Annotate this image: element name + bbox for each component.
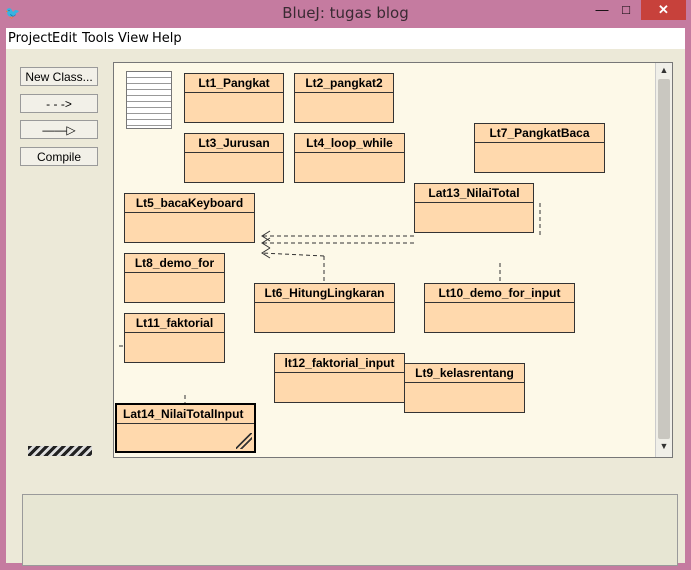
title-bar: 🐦 BlueJ: tugas blog — □ ✕	[0, 0, 691, 28]
tool-panel: New Class... - - -> ——▷ Compile	[6, 49, 107, 459]
compile-button[interactable]: Compile	[20, 147, 98, 166]
menu-help[interactable]: Help	[152, 31, 182, 46]
class-lt10-demo-for-input[interactable]: Lt10_demo_for_input	[424, 283, 575, 333]
class-lt11-faktorial[interactable]: Lt11_faktorial	[124, 313, 225, 363]
class-lt1-pangkat[interactable]: Lt1_Pangkat	[184, 73, 284, 123]
scroll-thumb[interactable]	[658, 79, 670, 439]
new-class-button[interactable]: New Class...	[20, 67, 98, 86]
close-button[interactable]: ✕	[641, 0, 686, 20]
class-lt12-faktorial-input[interactable]: lt12_faktorial_input	[274, 353, 405, 403]
scroll-up-icon[interactable]: ▲	[659, 65, 669, 75]
readme-note-icon[interactable]	[126, 71, 172, 129]
class-lt3-jurusan[interactable]: Lt3_Jurusan	[184, 133, 284, 183]
window-title: BlueJ: tugas blog	[282, 4, 409, 22]
menu-project[interactable]: Project	[8, 31, 53, 46]
class-lt8-demo-for[interactable]: Lt8_demo_for	[124, 253, 225, 303]
scroll-down-icon[interactable]: ▼	[659, 441, 669, 451]
class-lat14-nilaitotalinput[interactable]: Lat14_NilaiTotalInput	[115, 403, 256, 453]
resize-handle-icon[interactable]	[236, 433, 252, 449]
maximize-button[interactable]: □	[622, 2, 630, 17]
bluej-bird-icon[interactable]: 🐦	[5, 6, 20, 20]
class-lt2-pangkat2[interactable]: Lt2_pangkat2	[294, 73, 394, 123]
menu-view[interactable]: View	[118, 31, 149, 46]
menu-edit[interactable]: Edit	[52, 31, 78, 46]
class-diagram-canvas[interactable]: Lt1_Pangkat Lt2_pangkat2 Lt3_Jurusan Lt4…	[113, 62, 673, 458]
class-lt7-pangkatbaca[interactable]: Lt7_PangkatBaca	[474, 123, 605, 173]
class-lt4-loop-while[interactable]: Lt4_loop_while	[294, 133, 405, 183]
menu-tools[interactable]: Tools	[82, 31, 115, 46]
minimize-button[interactable]: —	[595, 2, 609, 17]
class-lt9-kelasrentang[interactable]: Lt9_kelasrentang	[404, 363, 525, 413]
canvas-scrollbar[interactable]: ▲ ▼	[655, 63, 672, 457]
class-lat13-nilaitotal[interactable]: Lat13_NilaiTotal	[414, 183, 534, 233]
inheritance-arrow-button[interactable]: ——▷	[20, 120, 98, 139]
menu-bar: Project Edit Tools View Help	[6, 28, 685, 49]
dependency-arrow-button[interactable]: - - ->	[20, 94, 98, 113]
class-lt5-bacakeyboard[interactable]: Lt5_bacaKeyboard	[124, 193, 255, 243]
machine-progress-indicator	[28, 446, 92, 456]
bluej-window: Project Edit Tools View Help New Class..…	[6, 28, 685, 566]
message-area	[22, 494, 678, 566]
class-lt6-hitunglingkaran[interactable]: Lt6_HitungLingkaran	[254, 283, 395, 333]
